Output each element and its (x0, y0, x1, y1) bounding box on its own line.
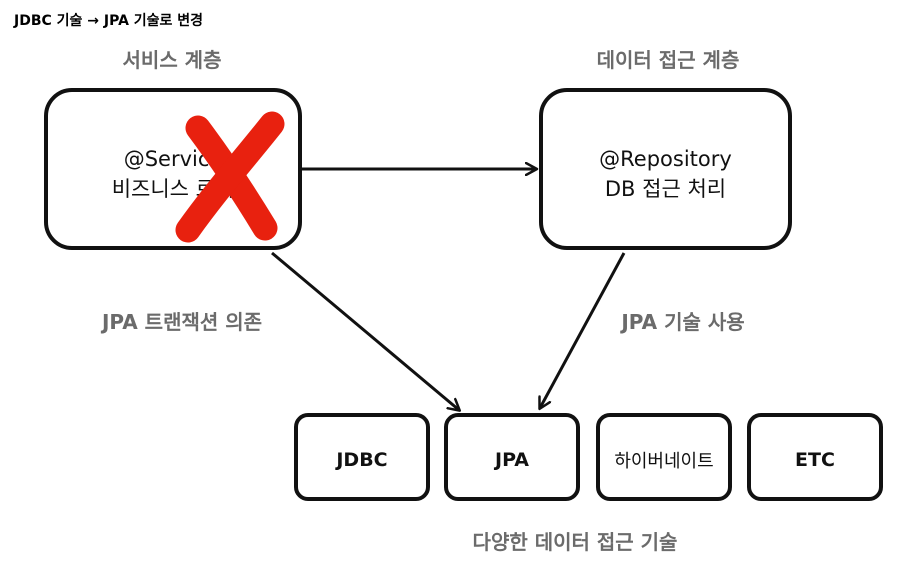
tech-box-label: JPA (495, 449, 529, 471)
red-x-icon (175, 111, 285, 243)
tech-box-hibernate: 하이버네이트 (596, 413, 732, 501)
service-to-jpa-arrow (271, 251, 459, 410)
db-access-text: DB 접근 처리 (604, 177, 727, 201)
data-access-layer-label: 데이터 접근 계층 (596, 48, 740, 72)
jpa-tech-use-label: JPA 기술 사용 (621, 310, 745, 334)
tech-box-label: 하이버네이트 (614, 451, 714, 472)
repository-to-jpa-arrow (540, 252, 626, 408)
tech-box-etc: ETC (747, 413, 883, 501)
service-layer-label: 서비스 계층 (122, 48, 222, 72)
tech-box-jpa: JPA (444, 413, 580, 501)
tech-box-label: JDBC (336, 449, 388, 471)
jpa-tx-dependency-label: JPA 트랜잭션 의존 (101, 310, 263, 334)
repository-box: @Repository DB 접근 처리 (539, 88, 792, 250)
various-tech-label: 다양한 데이터 접근 기술 (472, 530, 678, 554)
diagram-heading: JDBC 기술 → JPA 기술로 변경 (14, 13, 204, 29)
tech-box-jdbc: JDBC (294, 413, 430, 501)
tech-box-label: ETC (795, 449, 835, 471)
repository-annotation-text: @Repository (599, 147, 732, 171)
